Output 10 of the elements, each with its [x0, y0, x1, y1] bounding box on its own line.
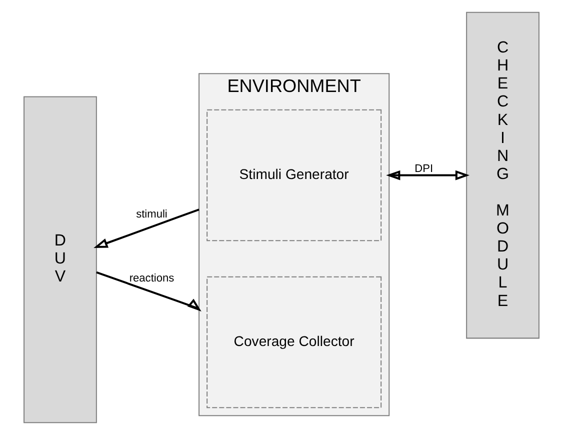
- node-box: Stimuli Generator: [206, 109, 382, 242]
- edge-label: stimuli: [136, 208, 168, 220]
- edge-label: reactions: [129, 272, 174, 285]
- node-box: CHECKING MODULE: [466, 12, 540, 339]
- arrow: [96, 271, 202, 312]
- arrow: [94, 208, 200, 248]
- node-box: Coverage Collector: [206, 276, 382, 408]
- arrow: [386, 170, 470, 180]
- edge-label: DPI: [414, 163, 434, 176]
- node-box: DUV: [24, 96, 97, 424]
